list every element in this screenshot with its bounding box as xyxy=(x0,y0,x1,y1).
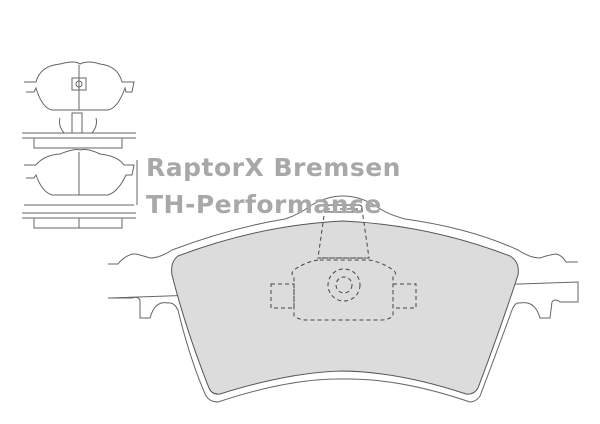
small-pad-side-view-2 xyxy=(22,212,136,229)
hidden-clip-outline xyxy=(270,208,417,321)
watermark-line-2: TH-Performance xyxy=(146,190,382,219)
small-pad-side-view-1 xyxy=(22,112,136,149)
watermark-line-1: RaptorX Bremsen xyxy=(146,153,401,182)
friction-material xyxy=(171,220,519,395)
small-pad-front-view-2 xyxy=(24,149,138,206)
backing-plate-outline xyxy=(107,195,579,403)
sensor-slot xyxy=(326,204,363,213)
small-pad-front-view xyxy=(24,61,135,111)
